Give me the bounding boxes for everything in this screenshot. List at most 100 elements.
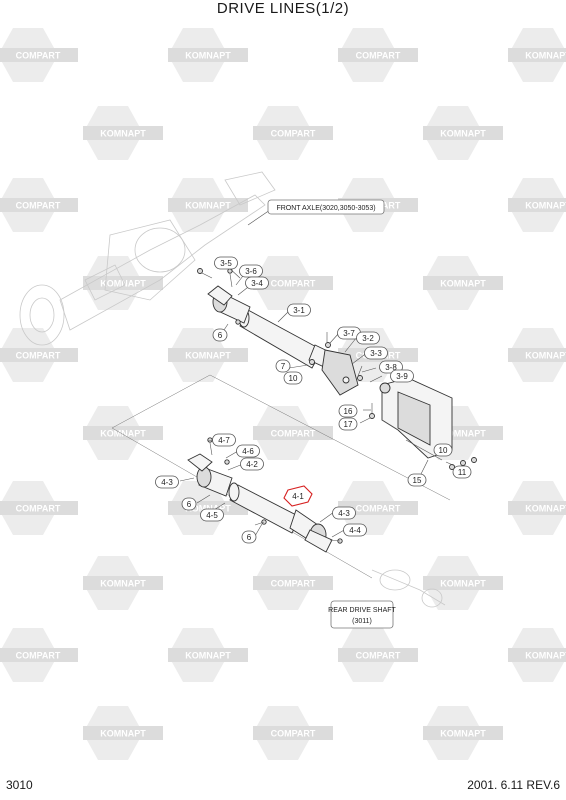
watermark-mark: COMPART [0,28,78,82]
svg-text:4-1: 4-1 [292,492,304,501]
watermark-text: COMPART [16,504,61,514]
watermark-mark: KOMNAPT [83,106,163,160]
watermark-mark: COMPART [0,178,78,232]
callout-label: 3-4 [251,279,263,288]
watermark-text: KOMNAPT [100,429,146,439]
callout-3-6[interactable]: 3-6 [239,264,263,278]
callout-16[interactable]: 16 [338,404,358,418]
callout-4-6[interactable]: 4-6 [236,444,260,458]
callout-4-4[interactable]: 4-4 [343,523,367,537]
watermark-mark: KOMNAPT [83,406,163,460]
watermark-mark: COMPART [338,628,418,682]
watermark-mark: KOMNAPT [508,481,566,535]
svg-text:(3011): (3011) [352,618,372,625]
callout-6c[interactable]: 6 [241,530,257,544]
watermark-text: KOMNAPT [440,579,486,589]
callout-3-3[interactable]: 3-3 [364,346,388,360]
callout-3-2[interactable]: 3-2 [356,331,380,345]
watermark-mark: KOMNAPT [168,628,248,682]
callout-label: 3-8 [385,363,397,372]
front-axle-ghost [19,171,276,346]
watermark-mark: COMPART [0,628,78,682]
watermark-text: COMPART [356,651,401,661]
callout-4-2[interactable]: 4-2 [240,457,264,471]
watermark-text: COMPART [16,201,61,211]
callout-label: 17 [344,420,353,429]
callout-15[interactable]: 15 [407,473,427,487]
watermark-text: KOMNAPT [185,504,231,514]
watermark-text: COMPART [271,279,316,289]
watermark-mark: KOMNAPT [83,556,163,610]
callout-label: 4-3 [161,478,173,487]
watermark-mark: KOMNAPT [168,328,248,382]
callout-4-7[interactable]: 4-7 [212,433,236,447]
callout-10b[interactable]: 10 [433,443,453,457]
callout-4-3a[interactable]: 4-3 [155,475,179,489]
callout-label: 4-7 [218,436,230,445]
watermark-mark: COMPART [338,481,418,535]
watermark-mark: KOMNAPT [423,706,503,760]
watermark-text: KOMNAPT [525,651,566,661]
watermark-mark: KOMNAPT [508,178,566,232]
watermark-text: COMPART [16,51,61,61]
watermark-mark: KOMNAPT [83,256,163,310]
callout-label: 4-5 [206,511,218,520]
callout-3-4[interactable]: 3-4 [245,276,269,290]
watermark-text: COMPART [271,429,316,439]
callout-label: 3-1 [293,306,305,315]
watermark-mark: COMPART [338,28,418,82]
watermark-mark: COMPART [0,328,78,382]
watermark-text: KOMNAPT [185,651,231,661]
callout-4-5[interactable]: 4-5 [200,508,224,522]
page-title: DRIVE LINES(1/2) [216,0,350,17]
front-axle-note: FRONT AXLE(3020,3050-3053) [267,199,385,215]
callout-4-3b[interactable]: 4-3 [332,506,356,520]
watermark-mark: COMPART [253,106,333,160]
watermark-text: KOMNAPT [525,504,566,514]
callout-label: 4-4 [349,526,361,535]
watermark-text: KOMNAPT [525,51,566,61]
watermark-text: KOMNAPT [440,279,486,289]
watermark-mark: KOMNAPT [168,178,248,232]
callout-label: 10 [289,374,298,383]
watermark-text: COMPART [16,651,61,661]
watermark-text: KOMNAPT [100,729,146,739]
watermark-text: KOMNAPT [185,51,231,61]
front-drive-shaft [197,268,359,396]
callout-3-5[interactable]: 3-5 [214,256,238,270]
watermark-text: KOMNAPT [100,129,146,139]
watermark-mark: KOMNAPT [423,256,503,310]
callout-label: 4-3 [338,509,350,518]
watermark-text: KOMNAPT [525,201,566,211]
watermark-text: KOMNAPT [525,351,566,361]
callout-label: 3-7 [343,329,355,338]
watermark-mark: KOMNAPT [508,28,566,82]
watermark-text: COMPART [356,504,401,514]
callout-label: 3-6 [245,267,257,276]
callout-6b[interactable]: 6 [181,497,197,511]
callout-label: 15 [413,476,422,485]
callout-11[interactable]: 11 [452,465,472,479]
watermark-text: COMPART [271,729,316,739]
watermark-text: KOMNAPT [440,129,486,139]
watermark-text: KOMNAPT [100,279,146,289]
callout-label: 4-6 [242,447,254,456]
callout-3-1[interactable]: 3-1 [287,303,311,317]
rear-drive-shaft [187,437,343,553]
callout-highlight-4-1[interactable]: 4-1 [283,485,313,507]
callout-7[interactable]: 7 [275,359,291,373]
callout-6a[interactable]: 6 [212,328,228,342]
callout-label: 10 [439,446,448,455]
watermark-text: COMPART [271,129,316,139]
callout-3-9[interactable]: 3-9 [390,369,414,383]
watermark-mark: COMPART [0,481,78,535]
watermark-mark: KOMNAPT [83,706,163,760]
callout-17[interactable]: 17 [338,417,358,431]
callout-label: 3-3 [370,349,382,358]
page-number: 3010 [6,778,33,792]
watermark-text: KOMNAPT [440,429,486,439]
watermark-text: KOMNAPT [440,729,486,739]
callout-10a[interactable]: 10 [283,371,303,385]
callout-label: 11 [458,468,467,477]
